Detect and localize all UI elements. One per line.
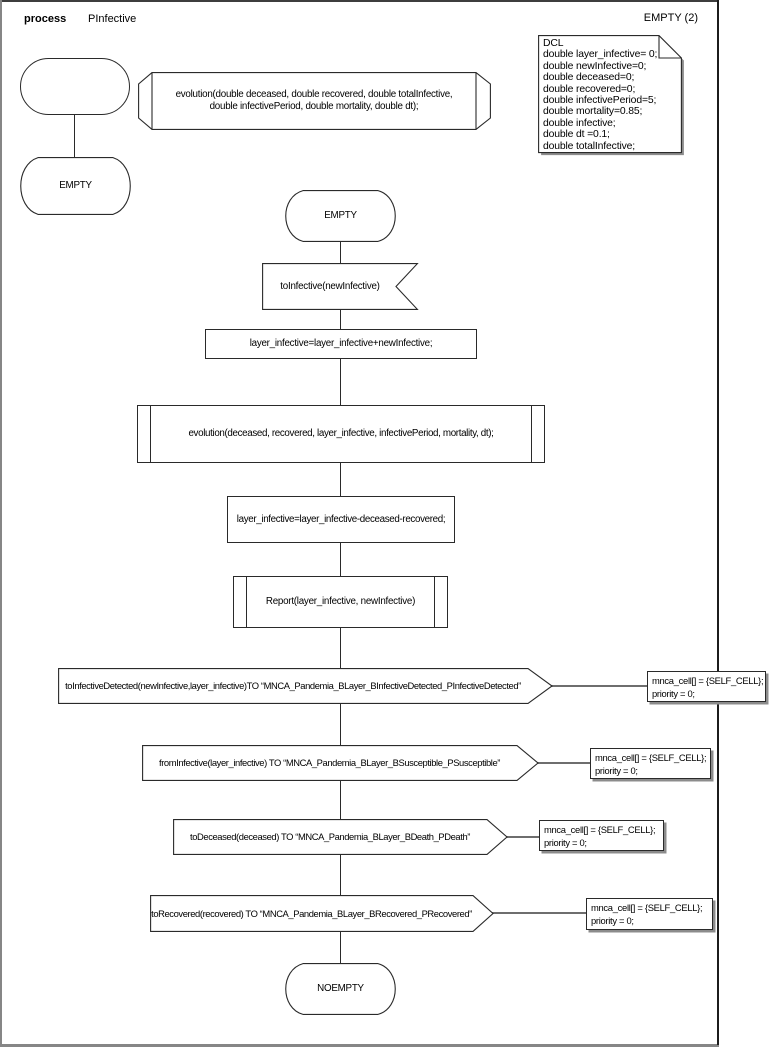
comment-output1[interactable]: mnca_cell[] = {SELF_CELL}; priority = 0; bbox=[647, 671, 766, 702]
output-toinfectivedetected-label: toInfectiveDetected(newInfective,layer_i… bbox=[65, 680, 521, 691]
connector-start-to-empty bbox=[74, 114, 76, 158]
input-toinfective[interactable] bbox=[262, 263, 419, 310]
start-symbol[interactable] bbox=[20, 58, 130, 115]
task-subtract[interactable]: layer_infective=layer_infective-deceased… bbox=[227, 496, 455, 543]
output-frominfective-label: fromInfective(layer_infective) TO “MNCA_… bbox=[159, 757, 500, 768]
procedure-declaration-text: evolution(double deceased, double recove… bbox=[175, 89, 453, 112]
state-noempty-label: NOEMPTY bbox=[317, 983, 364, 994]
dcl-note-symbol[interactable] bbox=[538, 35, 686, 158]
dcl-note-shape bbox=[538, 35, 682, 154]
output-frominfective[interactable] bbox=[142, 745, 539, 781]
frame-right-edge bbox=[717, 0, 719, 1045]
connector-output4-comment bbox=[491, 912, 586, 914]
task-subtract-label: layer_infective=layer_infective-deceased… bbox=[236, 513, 446, 525]
output-todeceased[interactable] bbox=[173, 819, 508, 855]
comment-output2[interactable]: mnca_cell[] = {SELF_CELL}; priority = 0; bbox=[590, 748, 711, 779]
comment-output3[interactable]: mnca_cell[] = {SELF_CELL}; priority = 0; bbox=[539, 820, 664, 851]
page-label: EMPTY (2) bbox=[643, 12, 698, 24]
process-kind-label: process bbox=[24, 13, 67, 25]
output-toinfectivedetected[interactable] bbox=[58, 668, 553, 704]
state-empty-initial[interactable] bbox=[18, 157, 133, 215]
output-torecovered-label: toRecovered(recovered) TO “MNCA_Pandemia… bbox=[151, 907, 472, 919]
connector-output3-comment bbox=[505, 836, 539, 838]
connector-output2-comment bbox=[536, 762, 591, 764]
call-report-label: Report(layer_infective, newInfective) bbox=[265, 596, 416, 607]
frame-left-edge bbox=[0, 0, 2, 1047]
frame-top-edge bbox=[0, 0, 719, 2]
comment-output4[interactable]: mnca_cell[] = {SELF_CELL}; priority = 0; bbox=[586, 898, 713, 930]
output-todeceased-label: toDeceased(deceased) TO “MNCA_Pandemia_B… bbox=[190, 831, 470, 842]
state-noempty[interactable] bbox=[283, 963, 398, 1015]
connector-output1-comment bbox=[550, 685, 647, 687]
output-torecovered[interactable] bbox=[150, 895, 494, 932]
state-empty-initial-label: EMPTY bbox=[59, 180, 92, 191]
procedure-declaration-symbol[interactable] bbox=[138, 72, 491, 131]
task-add-label: layer_infective=layer_infective+newInfec… bbox=[249, 338, 433, 349]
call-evolution-label: evolution(deceased, recovered, layer_inf… bbox=[188, 428, 494, 439]
state-empty-label: EMPTY bbox=[324, 210, 357, 221]
call-report[interactable]: Report(layer_infective, newInfective) bbox=[233, 576, 448, 628]
dcl-note-fold bbox=[658, 35, 682, 59]
process-name: PInfective bbox=[88, 13, 137, 25]
state-empty[interactable] bbox=[283, 190, 398, 242]
call-evolution[interactable]: evolution(deceased, recovered, layer_inf… bbox=[137, 405, 545, 463]
input-toinfective-label: toInfective(newInfective) bbox=[280, 280, 380, 292]
frame-bottom-edge bbox=[0, 1044, 719, 1047]
task-add-newinfective[interactable]: layer_infective=layer_infective+newInfec… bbox=[205, 329, 477, 359]
